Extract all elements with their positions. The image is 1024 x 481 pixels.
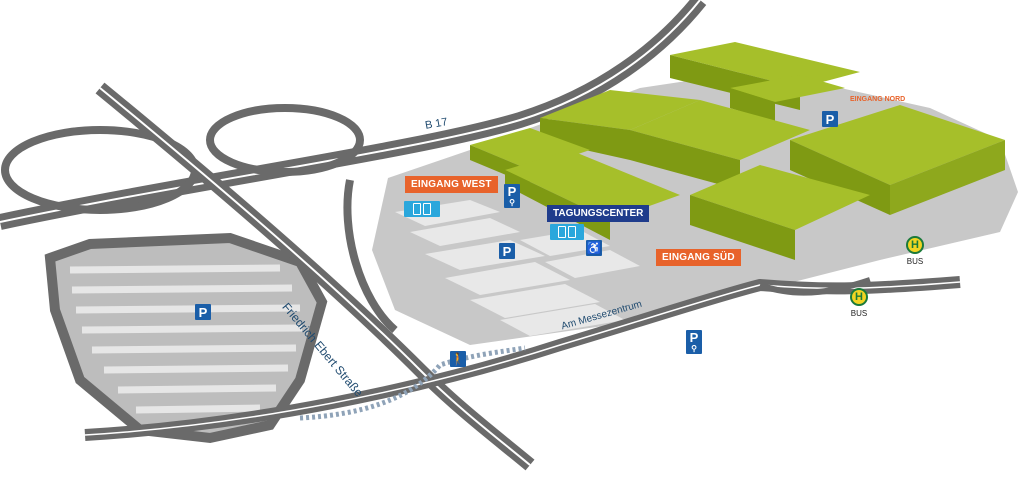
bike-parking-sign-west[interactable]: P ⚲ — [504, 184, 520, 208]
parking-symbol: P — [198, 304, 208, 320]
accessible-parking-sign[interactable]: ♿ — [586, 240, 602, 256]
entrance-west-tag[interactable]: EINGANG WEST — [405, 176, 498, 193]
conference-building — [505, 150, 680, 220]
ev-charging-icon — [423, 203, 431, 215]
parking-symbol: P — [502, 243, 512, 259]
bus-stop-east[interactable]: H BUS — [906, 236, 924, 266]
ev-charging-sign-west[interactable] — [404, 201, 440, 217]
pedestrian-crossing-icon: 🚶 — [450, 352, 466, 366]
hall-east — [790, 105, 1005, 185]
bus-stop-icon: H — [906, 236, 924, 254]
interchange-loop-right — [206, 104, 364, 176]
bicycle-icon: ⚲ — [691, 344, 697, 353]
pedestrian-crossing-sign[interactable]: 🚶 — [450, 351, 466, 367]
parking-symbol: P — [507, 184, 517, 199]
parking-sign-west-lot[interactable]: P — [195, 304, 211, 320]
parking-sign-north[interactable]: P — [822, 111, 838, 127]
parking-symbol: P — [825, 111, 835, 127]
entrance-south-tag[interactable]: EINGANG SÜD — [656, 249, 741, 266]
hall-north-west — [670, 42, 860, 88]
bus-stop-label: BUS — [906, 257, 924, 266]
conference-center-tag[interactable]: TAGUNGSCENTER — [547, 205, 650, 222]
parking-sign-main-lot[interactable]: P — [499, 243, 515, 259]
hall-south — [690, 165, 870, 230]
parking-stripes-west — [69, 264, 303, 414]
ev-charging-icon — [413, 203, 421, 215]
hall-mid — [630, 100, 810, 160]
ev-charging-icon — [558, 226, 566, 238]
ramp-road — [343, 179, 398, 334]
exhibition-halls — [470, 42, 1005, 260]
ev-charging-icon — [568, 226, 576, 238]
bus-stop-south[interactable]: H BUS — [850, 288, 868, 318]
bus-stop-icon: H — [850, 288, 868, 306]
parking-rows-main — [395, 200, 640, 336]
bicycle-icon: ⚲ — [509, 198, 515, 207]
hall-north — [730, 75, 845, 102]
wheelchair-icon: ♿ — [586, 241, 602, 255]
bike-parking-sign-south[interactable]: P ⚲ — [686, 330, 702, 354]
hall-center — [540, 90, 700, 130]
bus-stop-label: BUS — [850, 309, 868, 318]
parking-symbol: P — [689, 330, 699, 345]
entrance-north-tag[interactable]: EINGANG NORD — [850, 96, 906, 103]
bus-road — [758, 277, 871, 296]
ev-charging-sign-conference[interactable] — [550, 224, 584, 240]
pedestrian-path — [299, 345, 526, 421]
